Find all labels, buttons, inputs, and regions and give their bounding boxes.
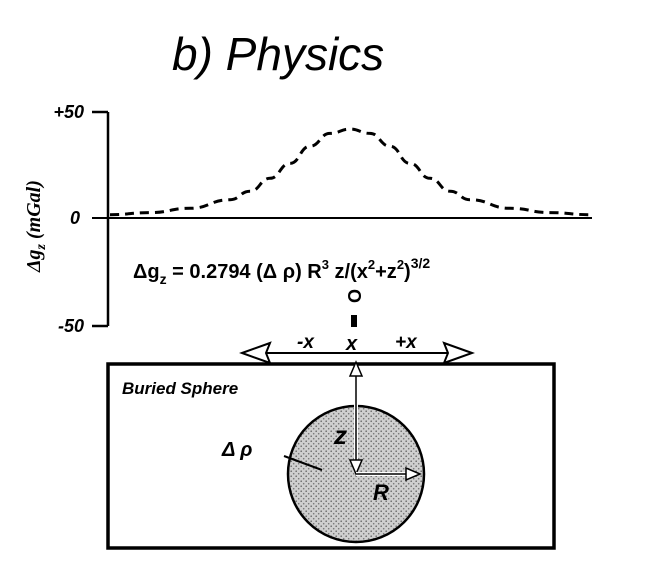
radius-r-label: R bbox=[373, 480, 389, 505]
gravity-anomaly-curve bbox=[109, 127, 591, 217]
radius-arrow-icon bbox=[405, 466, 422, 482]
pos-x-label: +x bbox=[395, 332, 418, 353]
eq-close: ) bbox=[404, 261, 411, 283]
ground-box-frame bbox=[106, 362, 556, 550]
observer-stem bbox=[351, 315, 357, 327]
depth-arrow-up-icon bbox=[348, 360, 364, 377]
eq-r-exp: 3 bbox=[322, 257, 329, 272]
density-leader-line bbox=[283, 455, 323, 471]
eq-plus: +z bbox=[375, 261, 397, 283]
y-axis-label-unit: (mGal) bbox=[23, 180, 45, 244]
right-arrow-icon bbox=[442, 341, 475, 365]
surface-axis: -x x +x bbox=[239, 332, 475, 365]
eq-lhs-sub: z bbox=[160, 271, 167, 287]
gravity-equation: Δgz = 0.2794 (Δ ρ) R3 z/(x2+z2)3/2 bbox=[133, 255, 430, 287]
observer-o-label: O bbox=[344, 289, 364, 303]
eq-lhs: Δg bbox=[133, 261, 160, 283]
eq-z-exp: 2 bbox=[397, 257, 404, 272]
y-axis-label-main: Δg bbox=[23, 249, 45, 273]
tick-label-bottom: -50 bbox=[58, 316, 84, 336]
gravity-chart: +50 0 -50 Δgz (mGal) bbox=[23, 102, 592, 336]
y-axis-label-sub: z bbox=[34, 243, 49, 250]
page-title: b) Physics bbox=[172, 28, 384, 80]
density-label: Δ ρ bbox=[221, 439, 252, 461]
observer-x-label: x bbox=[345, 333, 358, 355]
eq-outer-exp: 3/2 bbox=[411, 255, 431, 271]
ground-box: Buried Sphere Δ ρ z R bbox=[106, 360, 556, 550]
y-axis-label: Δgz (mGal) bbox=[23, 180, 49, 273]
eq-x-exp: 2 bbox=[368, 257, 375, 272]
eq-main: = 0.2794 (Δ ρ) R bbox=[167, 261, 323, 283]
depth-arrow-down-icon bbox=[348, 459, 364, 476]
neg-x-label: -x bbox=[297, 332, 315, 353]
left-arrow-icon bbox=[239, 341, 272, 365]
buried-sphere-label: Buried Sphere bbox=[122, 379, 238, 398]
depth-z-label: z bbox=[333, 420, 347, 450]
tick-label-zero: 0 bbox=[70, 208, 80, 228]
tick-label-top: +50 bbox=[53, 102, 84, 122]
eq-mid: z/(x bbox=[329, 261, 368, 283]
